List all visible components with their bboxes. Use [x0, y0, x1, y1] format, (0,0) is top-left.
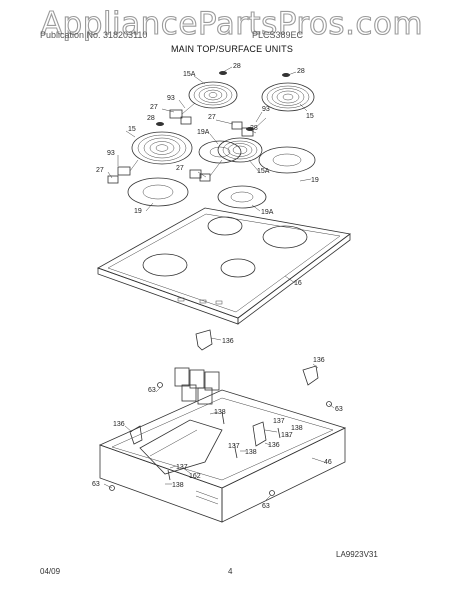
callout-136: 136 [313, 357, 325, 364]
drip-bowl-19A-front[interactable] [217, 185, 267, 209]
page-number: 4 [228, 567, 233, 576]
callout-19: 19 [134, 208, 142, 215]
publication-number: Publication No. 318203110 [40, 30, 148, 40]
surface-unit-coil-front-left[interactable] [131, 122, 193, 165]
callout-137: 137 [281, 432, 293, 439]
callout-16: 16 [294, 280, 302, 287]
callout-93: 93 [262, 106, 270, 113]
screw-137-center[interactable] [234, 447, 238, 459]
callout-19A: 19A [197, 129, 210, 136]
callout-46: 46 [324, 459, 332, 466]
drip-bowl-19A-back[interactable] [198, 140, 242, 164]
callout-27: 27 [96, 167, 104, 174]
callout-63: 63 [92, 481, 100, 488]
callout-27: 27 [208, 114, 216, 121]
main-top-panel[interactable] [97, 207, 351, 325]
callout-137: 137 [176, 464, 188, 471]
screw-137-bottom[interactable] [167, 469, 171, 481]
footer-date: 04/09 [40, 567, 61, 576]
drip-bowl-19-left[interactable] [127, 177, 189, 207]
callout-93: 93 [167, 95, 175, 102]
callout-136: 136 [268, 442, 280, 449]
model-number: PLCS389EC [252, 30, 304, 40]
bracket-136-top[interactable] [195, 329, 213, 351]
callout-labels: 28 28 15A 15 93 27 27 93 28 28 15 19A 93… [92, 63, 343, 510]
surface-unit-coil-back-right[interactable] [261, 73, 315, 112]
callout-93: 93 [107, 150, 115, 157]
callout-28: 28 [250, 125, 258, 132]
callout-15A: 15A [183, 71, 196, 78]
burner-box-chassis[interactable] [98, 389, 347, 523]
callout-137: 137 [228, 443, 240, 450]
callout-28: 28 [297, 68, 305, 75]
callout-138: 138 [291, 425, 303, 432]
drip-bowl-19-right[interactable] [258, 146, 316, 174]
heat-shield-162[interactable] [139, 419, 223, 475]
screw-63-bottom-left[interactable] [109, 485, 115, 491]
callout-138: 138 [214, 409, 226, 416]
surface-unit-coil-front-right[interactable] [217, 127, 263, 163]
receptacle-block-center-left[interactable] [169, 102, 196, 125]
callout-63: 63 [335, 406, 343, 413]
bracket-136-center[interactable] [252, 421, 267, 447]
callout-27: 27 [176, 165, 184, 172]
receptacle-block-left[interactable] [107, 159, 139, 184]
callout-138: 138 [172, 482, 184, 489]
bracket-136-left[interactable] [129, 425, 143, 445]
callout-138: 138 [245, 449, 257, 456]
surface-unit-coil-back-left[interactable] [188, 71, 238, 109]
callout-162: 162 [189, 473, 201, 480]
callout-136: 136 [113, 421, 125, 428]
callout-136: 136 [222, 338, 234, 345]
callout-63: 63 [262, 503, 270, 510]
callout-63: 63 [148, 387, 156, 394]
callout-28: 28 [147, 115, 155, 122]
callout-15: 15 [306, 113, 314, 120]
site-watermark: AppliancePartsPros.com [40, 5, 424, 42]
screw-63-left[interactable] [157, 382, 163, 388]
callout-15: 15 [128, 126, 136, 133]
callout-19A: 19A [261, 209, 274, 216]
callout-15A: 15A [257, 168, 270, 175]
switch-assembly[interactable] [174, 367, 220, 405]
screw-63-right[interactable] [326, 401, 332, 407]
drawing-id: LA9923V31 [336, 550, 378, 559]
screw-138-upper[interactable] [221, 411, 225, 425]
screw-137-right[interactable] [277, 427, 281, 439]
callout-27: 27 [150, 104, 158, 111]
receptacle-block-right[interactable] [231, 117, 267, 137]
callout-19: 19 [311, 177, 319, 184]
callout-28: 28 [233, 63, 241, 70]
callout-137: 137 [273, 418, 285, 425]
bracket-136-right[interactable] [302, 365, 319, 386]
leader-lines [103, 66, 335, 501]
screw-63-bottom-right[interactable] [269, 490, 275, 496]
diagram-title: MAIN TOP/SURFACE UNITS [170, 44, 294, 54]
